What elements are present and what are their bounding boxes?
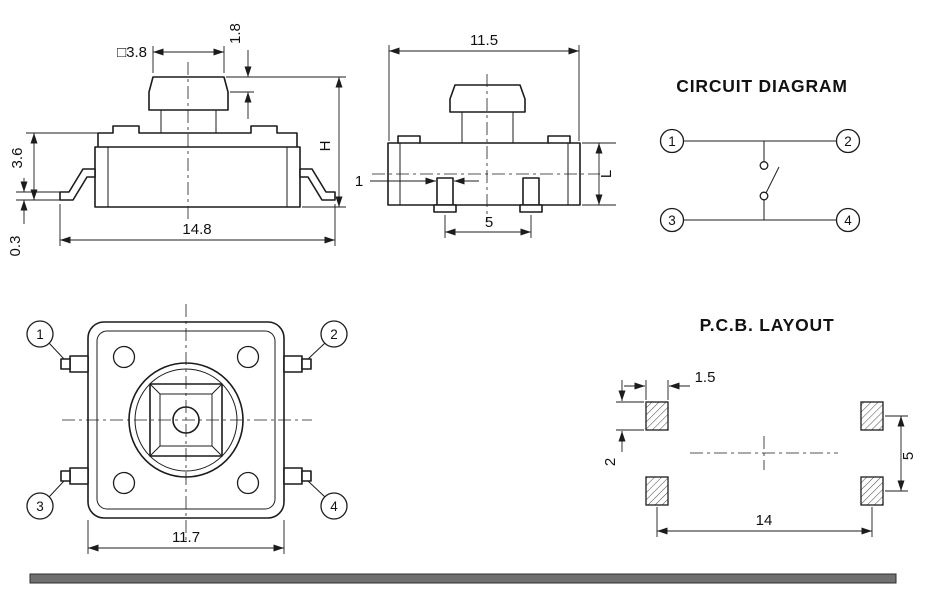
dim-row-pitch-label: 5 xyxy=(900,452,917,460)
right-lead xyxy=(299,168,336,201)
switch-contact-top xyxy=(759,161,769,170)
footer-divider-bar xyxy=(29,573,897,584)
terminal-3-circle xyxy=(659,207,685,233)
dim-lead-width: 1 xyxy=(355,173,479,190)
terminal-2-circle xyxy=(835,128,861,154)
corner-rivet-tl xyxy=(112,345,136,369)
lead-top-left-tip xyxy=(60,358,71,370)
dim-body-height: 3.6 xyxy=(9,132,98,201)
button-stem xyxy=(461,112,514,143)
dim-lead-pitch: 5 xyxy=(444,214,532,238)
front-view: 11.5 1 5 L xyxy=(355,32,616,238)
body-top-flange xyxy=(97,125,298,148)
dim-standoff: 0.3 xyxy=(7,178,60,256)
dim-total-height-label: H xyxy=(317,141,334,152)
dim-lead-pitch-label: 5 xyxy=(485,214,493,231)
terminal-4-label: 4 xyxy=(844,213,852,228)
right-lead-foot xyxy=(519,204,543,213)
pcb-layout-title: P.C.B. LAYOUT xyxy=(700,315,835,335)
button-cap xyxy=(449,84,526,113)
terminal-1-label: 1 xyxy=(36,327,44,342)
terminal-4-label: 4 xyxy=(330,499,338,514)
dim-total-height: H xyxy=(226,76,346,208)
switch-blade xyxy=(765,166,780,194)
lead-top-right-tip xyxy=(301,358,312,370)
body-top-bumps xyxy=(397,135,571,144)
dim-column-pitch-label: 14 xyxy=(756,512,773,529)
terminal-3-circle xyxy=(26,492,54,520)
lead-top-left xyxy=(69,355,89,373)
dim-body-height-label: 3.6 xyxy=(9,148,26,169)
corner-rivet-tr xyxy=(236,345,260,369)
dim-standoff-label: 0.3 xyxy=(7,236,24,257)
dim-height-label: L xyxy=(598,170,615,178)
right-lead xyxy=(522,177,540,206)
dim-lead-span-label: 14.8 xyxy=(182,221,211,238)
lead-bottom-left-tip xyxy=(60,470,71,482)
dim-body-width: 11.5 xyxy=(388,32,580,141)
dim-row-pitch: 5 xyxy=(885,415,917,492)
lead-bottom-right xyxy=(283,467,303,485)
pad-bottom-left xyxy=(645,476,669,506)
terminal-2-label: 2 xyxy=(844,134,852,149)
dim-column-pitch: 14 xyxy=(656,507,873,537)
circuit-diagram-title: CIRCUIT DIAGRAM xyxy=(676,76,847,96)
pad-top-left xyxy=(645,401,669,431)
terminal-2-circle xyxy=(320,320,348,348)
lead-bottom-right-tip xyxy=(301,470,312,482)
corner-rivet-bl xyxy=(112,471,136,495)
switch-body xyxy=(94,146,301,208)
pad-top-right xyxy=(860,401,884,431)
dim-pad-height: 2 xyxy=(602,380,644,466)
dim-button-square-label: □3.8 xyxy=(117,44,147,61)
switch-contact-bottom xyxy=(759,191,769,201)
dim-pad-width: 1.5 xyxy=(624,369,715,400)
dim-height: L xyxy=(582,142,616,206)
terminal-4-circle xyxy=(320,492,348,520)
dim-button-height: 1.8 xyxy=(227,23,254,119)
left-lead-foot xyxy=(433,204,457,213)
body-side-tabs xyxy=(107,147,288,207)
lead-top-right xyxy=(283,355,303,373)
button-stem xyxy=(160,110,217,133)
terminal-2-label: 2 xyxy=(330,327,338,342)
dim-body-width-label: 11.7 xyxy=(172,529,200,546)
side-view: □3.8 1.8 3.6 0.3 14.8 H xyxy=(7,23,346,256)
terminal-3-label: 3 xyxy=(36,499,44,514)
dim-pad-width-label: 1.5 xyxy=(695,369,716,386)
dim-body-width-label: 11.5 xyxy=(470,32,498,49)
dim-lead-width-label: 1 xyxy=(355,173,363,190)
dim-button-square: □3.8 xyxy=(117,44,225,73)
left-lead xyxy=(59,168,96,201)
pad-bottom-right xyxy=(860,476,884,506)
terminal-leader-lines xyxy=(48,342,326,498)
left-lead xyxy=(436,177,454,206)
lead-bottom-left xyxy=(69,467,89,485)
corner-rivet-br xyxy=(236,471,260,495)
terminal-1-label: 1 xyxy=(668,134,676,149)
dim-body-width: 11.7 xyxy=(87,520,285,554)
circuit-diagram: CIRCUIT DIAGRAM 1 2 3 4 xyxy=(659,76,861,233)
dim-pad-height-label: 2 xyxy=(602,458,619,466)
top-view: 1 2 3 4 11.7 xyxy=(26,304,348,554)
terminal-4-circle xyxy=(835,207,861,233)
button-cap xyxy=(148,76,229,111)
terminal-1-circle xyxy=(26,320,54,348)
dim-button-height-label: 1.8 xyxy=(227,23,244,44)
terminal-1-circle xyxy=(659,128,685,154)
pcb-layout: P.C.B. LAYOUT 1.5 2 5 14 xyxy=(602,315,917,537)
terminal-3-label: 3 xyxy=(668,213,676,228)
dim-lead-span: 14.8 xyxy=(59,204,336,246)
button-bevel-lines xyxy=(149,383,223,457)
